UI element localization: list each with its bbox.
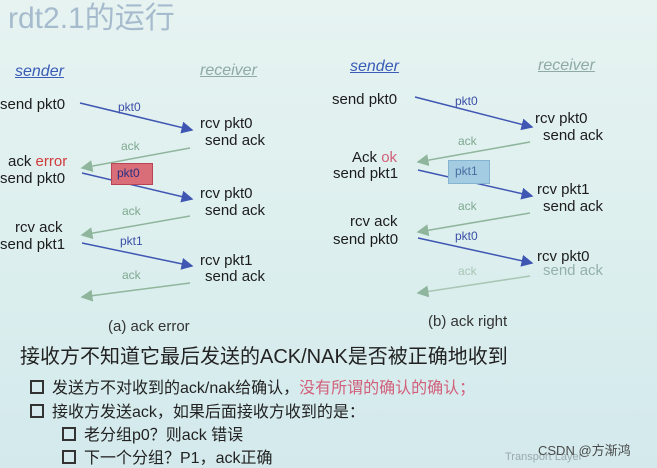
right-ack-word: Ack xyxy=(352,149,378,166)
arrow-right-ack-3 xyxy=(416,275,531,298)
arrow-left-pkt0-2 xyxy=(81,172,194,203)
bullet-3: 老分组p0？则ack 错误 xyxy=(62,427,243,444)
left-caption: (a) ack error xyxy=(108,318,190,335)
right-sender-header: sender xyxy=(350,58,399,75)
left-ack-label-1: ack xyxy=(121,139,140,153)
left-pkt0-label-2: pkt0 xyxy=(117,166,140,180)
left-pkt0-label-1: pkt0 xyxy=(118,100,141,114)
arrow-right-ack-2 xyxy=(416,212,531,237)
footer-layer: Transport Layer xyxy=(505,451,583,463)
left-send-ack-2: send ack xyxy=(205,202,266,219)
left-pkt1-label: pkt1 xyxy=(120,234,143,248)
right-send-pkt0-1: send pkt0 xyxy=(332,91,398,108)
right-rcv-pkt1: rcv pkt1 xyxy=(537,181,590,198)
right-send-ack-2: send ack xyxy=(543,198,604,215)
right-pkt0-label-2: pkt0 xyxy=(455,229,478,243)
left-send-ack-3: send ack xyxy=(205,268,266,285)
right-ack-label-3: ack xyxy=(458,264,477,278)
arrow-right-pkt0-1 xyxy=(414,96,534,131)
bullet-2: 接收方发送ack，如果后面接收方收到的是： xyxy=(30,404,365,421)
left-send-ack-1: send ack xyxy=(205,132,266,149)
bullet-1: 发送方不对收到的ack/nak给确认，没有所谓的确认的确认； xyxy=(30,380,475,397)
arrow-left-pkt1 xyxy=(81,242,194,270)
right-ack-label-1: ack xyxy=(458,134,477,148)
bullet-square-icon xyxy=(30,380,44,394)
bullet-4-text: 下一个分组？P1，ack正确 xyxy=(84,450,273,467)
right-pkt0-label-1: pkt0 xyxy=(455,94,478,108)
left-rcv-pkt0-1: rcv pkt0 xyxy=(200,115,253,132)
left-rcv-pkt1: rcv pkt1 xyxy=(200,252,253,269)
arrow-right-pkt0-2 xyxy=(417,237,534,267)
right-ok-word: ok xyxy=(381,149,398,166)
left-ack-label-2: ack xyxy=(122,204,141,218)
bullet-2-text: 接收方发送ack，如果后面接收方收到的是： xyxy=(52,404,365,421)
left-ack-label-3: ack xyxy=(122,268,141,282)
right-pkt1-label: pkt1 xyxy=(455,164,478,178)
left-sender-header: sender xyxy=(15,63,64,80)
right-send-ack-1: send ack xyxy=(543,127,604,144)
bullet-4: 下一个分组？P1，ack正确 xyxy=(62,450,272,467)
right-rcv-ack: rcv ack xyxy=(350,213,398,230)
right-send-ack-3: send ack xyxy=(543,262,604,279)
right-rcv-pkt0-1: rcv pkt0 xyxy=(535,110,588,127)
watermark: CSDN @方渐鸿 xyxy=(538,443,631,458)
left-rcv-pkt0-2: rcv pkt0 xyxy=(200,185,253,202)
left-ack-error: ack error xyxy=(8,154,67,169)
right-send-pkt0-2: send pkt0 xyxy=(333,231,399,248)
arrow-left-pkt0-1 xyxy=(79,102,194,134)
bullet-1-text: 发送方不对收到的ack/nak给确认， xyxy=(52,380,300,397)
left-send-pkt1: send pkt1 xyxy=(0,236,66,253)
arrow-right-ack-1 xyxy=(416,141,531,167)
arrow-left-ack-1 xyxy=(80,147,191,172)
right-new-packet-highlight xyxy=(448,160,490,184)
bullet-1-highlight: 没有所谓的确认的确认； xyxy=(299,380,476,397)
right-rcv-pkt0-2: rcv pkt0 xyxy=(537,248,590,265)
bullet-square-icon xyxy=(30,404,44,418)
arrow-left-ack-2 xyxy=(80,215,191,240)
left-receiver-header: receiver xyxy=(200,62,257,79)
notes-heading: 接收方不知道它最后发送的ACK/NAK是否被正确地收到 xyxy=(20,346,508,368)
slide-title: rdt2.1的运行 xyxy=(8,2,175,35)
right-send-pkt1: send pkt1 xyxy=(333,165,399,182)
left-rcv-ack: rcv ack xyxy=(15,219,63,236)
bullet-square-icon xyxy=(62,427,76,441)
arrow-left-ack-3 xyxy=(80,282,191,302)
left-send-pkt0-1: send pkt0 xyxy=(0,96,66,113)
left-error-word: error xyxy=(35,153,68,170)
right-caption: (b) ack right xyxy=(428,313,508,330)
left-ack-word: ack xyxy=(8,153,32,170)
right-ack-ok: Ack ok xyxy=(352,150,397,165)
left-retransmit-highlight xyxy=(111,163,153,185)
left-send-pkt0-2: send pkt0 xyxy=(0,170,66,187)
right-receiver-header: receiver xyxy=(538,57,595,74)
bullet-3-text: 老分组p0？则ack 错误 xyxy=(84,427,244,444)
bullet-square-icon xyxy=(62,450,76,464)
right-ack-label-2: ack xyxy=(458,199,477,213)
